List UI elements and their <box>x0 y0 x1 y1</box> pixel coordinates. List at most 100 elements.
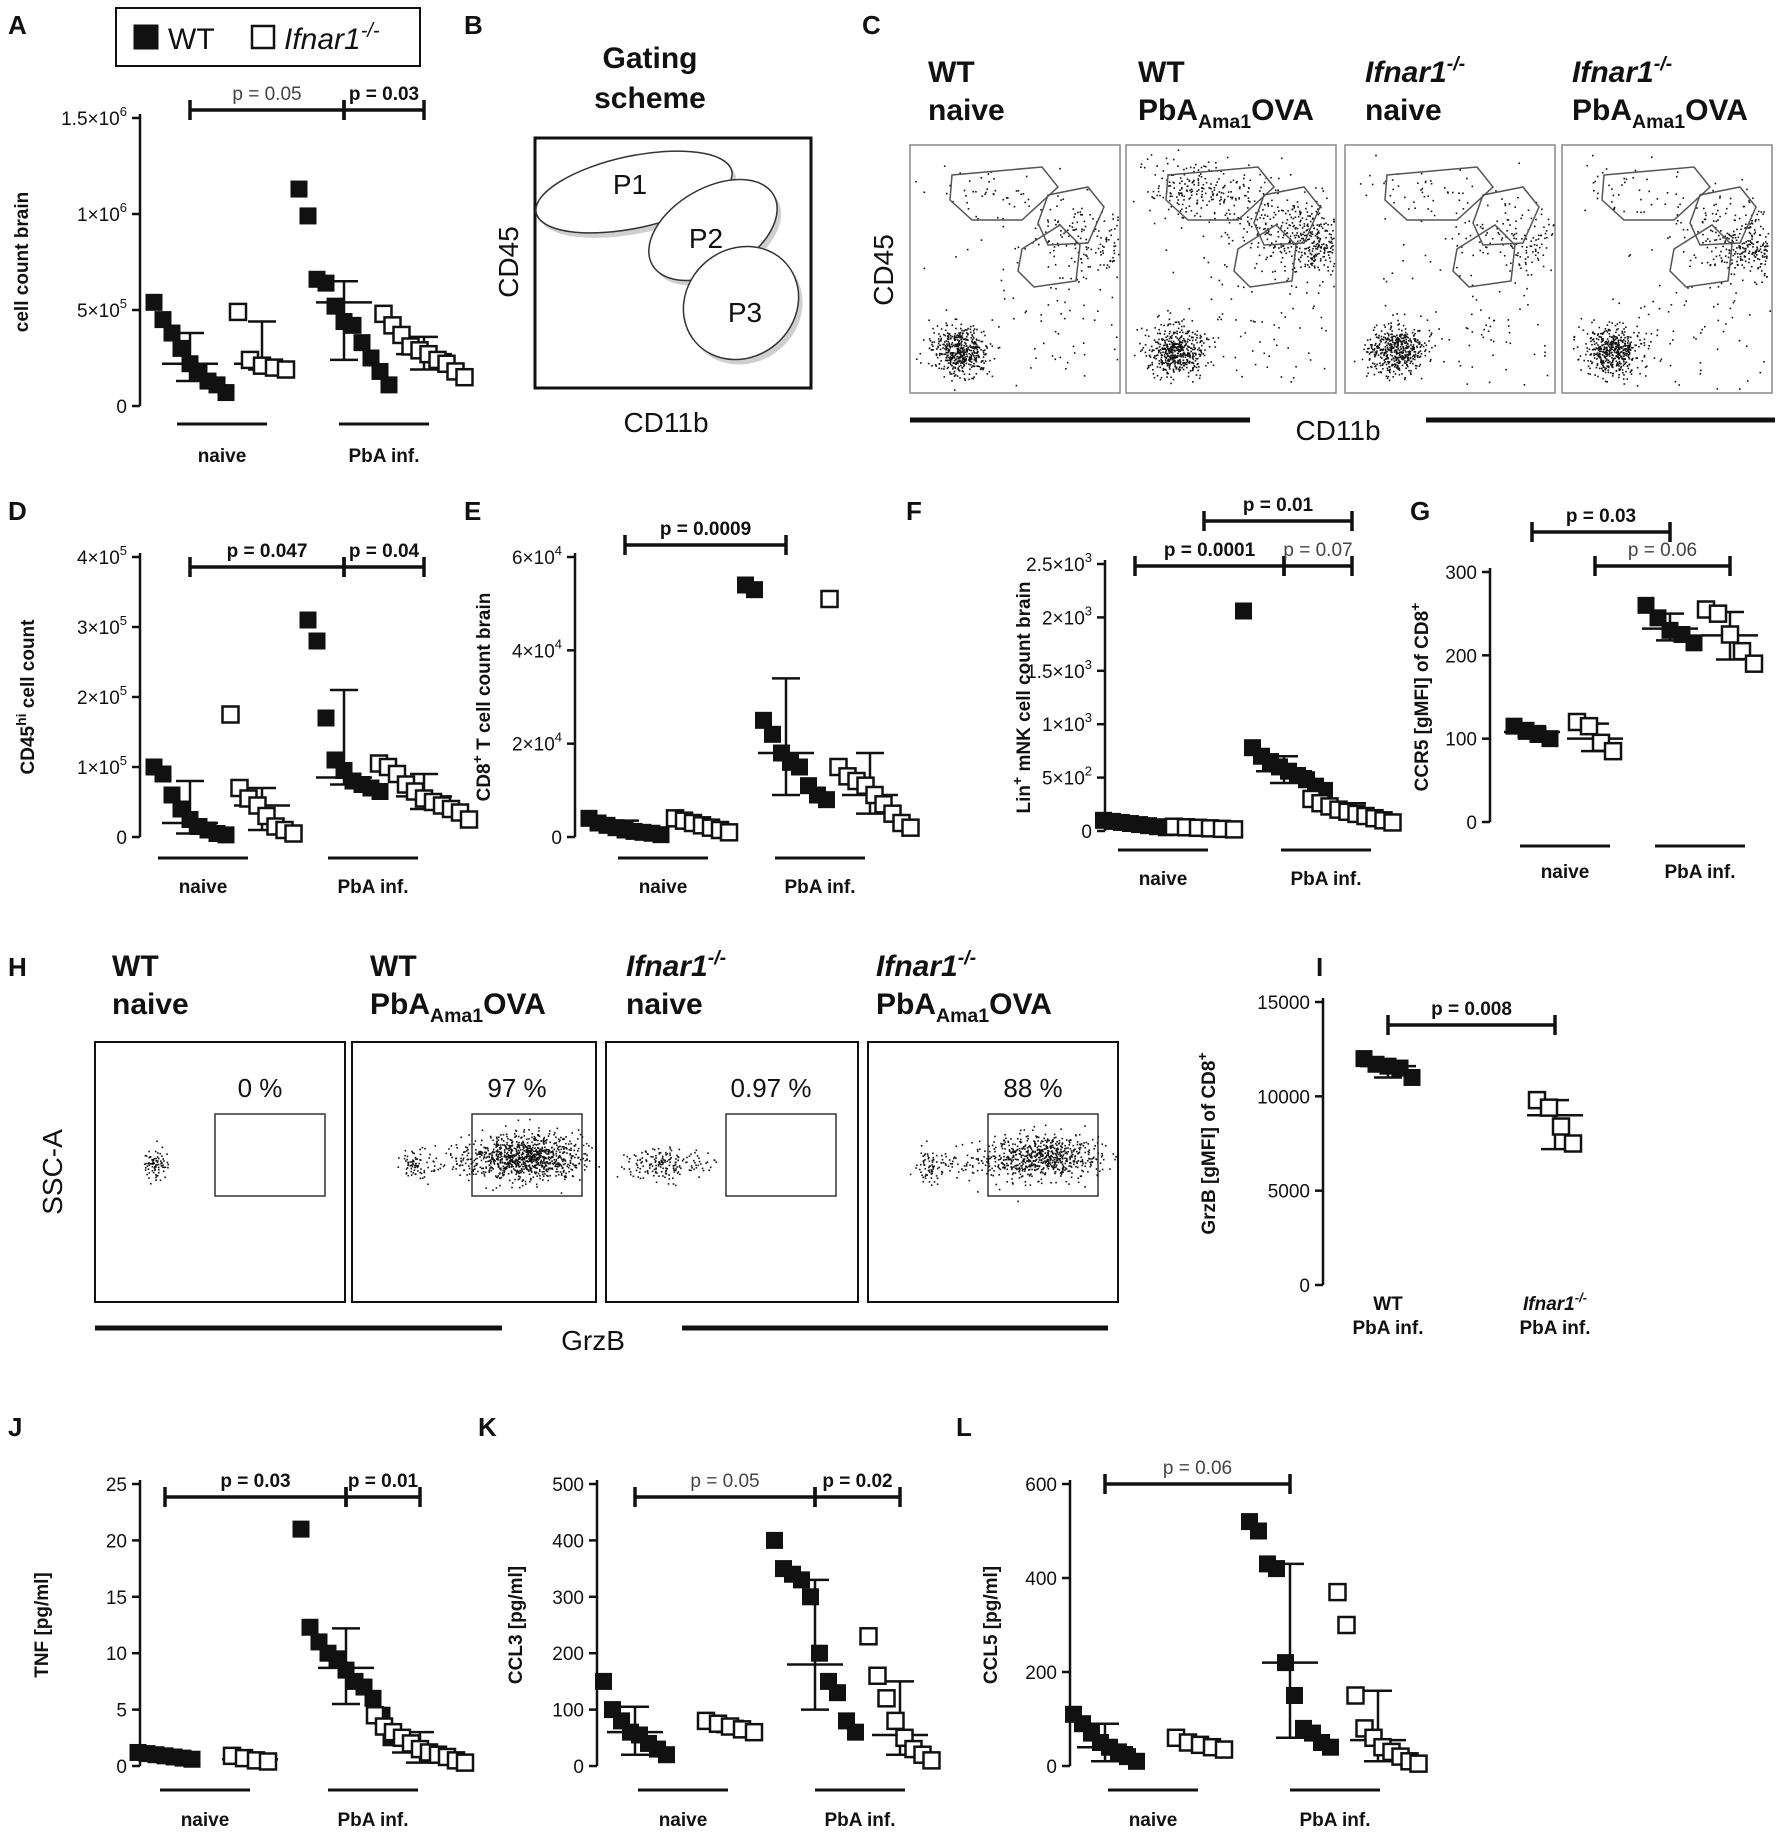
event-dot <box>970 349 972 352</box>
event-dot <box>1333 285 1335 288</box>
event-dot <box>1277 189 1279 191</box>
event-dot <box>1240 218 1242 220</box>
event-dot <box>1629 371 1632 373</box>
event-dot <box>957 347 960 350</box>
event-dot <box>579 1133 582 1136</box>
event-dot <box>652 1148 654 1150</box>
event-dot <box>1241 375 1243 378</box>
event-dot <box>1753 254 1756 257</box>
event-dot <box>984 334 986 337</box>
event-dot <box>559 1151 561 1153</box>
event-dot <box>1190 370 1192 372</box>
event-dot <box>1383 278 1385 280</box>
event-dot <box>555 1155 558 1157</box>
event-dot <box>404 1149 407 1152</box>
event-dot <box>511 1161 514 1163</box>
event-dot <box>1550 234 1553 236</box>
event-dot <box>939 344 941 346</box>
event-dot <box>458 1164 461 1167</box>
event-dot <box>511 1144 513 1147</box>
event-dot <box>1739 253 1741 255</box>
event-dot <box>524 1180 527 1183</box>
event-dot <box>530 1177 532 1180</box>
event-dot <box>1384 180 1387 183</box>
event-dot <box>1416 346 1419 349</box>
event-dot <box>1161 338 1163 340</box>
event-dot <box>973 376 975 378</box>
event-dot <box>1504 203 1506 205</box>
event-dot <box>1165 249 1168 251</box>
event-dot <box>632 1175 635 1178</box>
event-dot <box>151 1158 153 1161</box>
event-dot <box>534 1172 537 1175</box>
event-dot <box>937 345 939 348</box>
event-dot <box>1237 285 1240 288</box>
event-dot <box>1177 349 1180 351</box>
event-dot <box>1660 358 1663 361</box>
event-dot <box>504 1155 506 1158</box>
event-dot <box>1391 333 1393 336</box>
event-dot <box>1159 194 1161 197</box>
event-dot <box>1192 181 1195 183</box>
event-dot <box>468 1134 470 1136</box>
event-dot <box>1421 191 1424 194</box>
event-dot <box>445 1152 448 1155</box>
event-dot <box>1606 324 1609 326</box>
event-dot <box>1285 252 1288 254</box>
event-dot <box>1201 344 1203 347</box>
event-dot <box>945 346 948 348</box>
event-dot <box>1739 247 1742 250</box>
event-dot <box>1539 246 1541 249</box>
event-dot <box>566 1152 568 1154</box>
event-dot <box>1622 349 1625 352</box>
event-dot <box>543 1157 546 1160</box>
event-dot <box>1176 337 1179 339</box>
event-dot <box>1057 195 1059 197</box>
event-dot <box>506 1135 508 1138</box>
event-dot <box>468 1165 470 1167</box>
event-dot <box>947 366 949 369</box>
event-dot <box>556 1148 559 1150</box>
event-dot <box>499 1162 501 1164</box>
event-dot <box>483 1175 486 1177</box>
event-dot <box>1113 260 1115 262</box>
event-dot <box>952 366 955 368</box>
event-dot <box>1627 340 1630 342</box>
event-dot <box>1388 334 1390 337</box>
event-dot <box>1193 170 1195 173</box>
event-dot <box>1179 177 1182 179</box>
event-dot <box>923 267 926 270</box>
event-dot <box>1270 234 1272 236</box>
event-dot <box>573 1164 575 1167</box>
event-dot <box>1634 344 1636 347</box>
event-dot <box>1330 240 1333 243</box>
event-dot <box>1199 337 1201 339</box>
event-dot <box>1765 245 1767 247</box>
event-dot <box>1610 364 1612 366</box>
event-dot <box>1289 240 1291 242</box>
event-dot <box>456 1147 458 1149</box>
event-dot <box>1208 169 1210 172</box>
event-dot <box>962 370 964 373</box>
event-dot <box>1608 350 1610 352</box>
event-dot <box>968 352 970 355</box>
event-dot <box>1612 298 1614 301</box>
event-dot <box>419 1148 421 1151</box>
event-dot <box>1393 351 1396 353</box>
event-dot <box>563 1169 565 1172</box>
event-dot <box>515 1130 518 1133</box>
event-dot <box>1656 334 1658 337</box>
event-dot <box>1227 191 1230 193</box>
event-dot <box>1535 250 1537 252</box>
event-dot <box>518 1145 521 1147</box>
event-dot <box>1600 363 1603 365</box>
event-dot <box>1740 228 1742 231</box>
event-dot <box>569 1153 572 1155</box>
event-dot <box>1607 340 1610 342</box>
event-dot <box>1521 238 1523 240</box>
event-dot <box>1313 266 1316 269</box>
event-dot <box>160 1160 162 1162</box>
event-dot <box>569 1162 572 1164</box>
event-dot <box>565 1136 567 1138</box>
event-dot <box>1291 268 1294 271</box>
